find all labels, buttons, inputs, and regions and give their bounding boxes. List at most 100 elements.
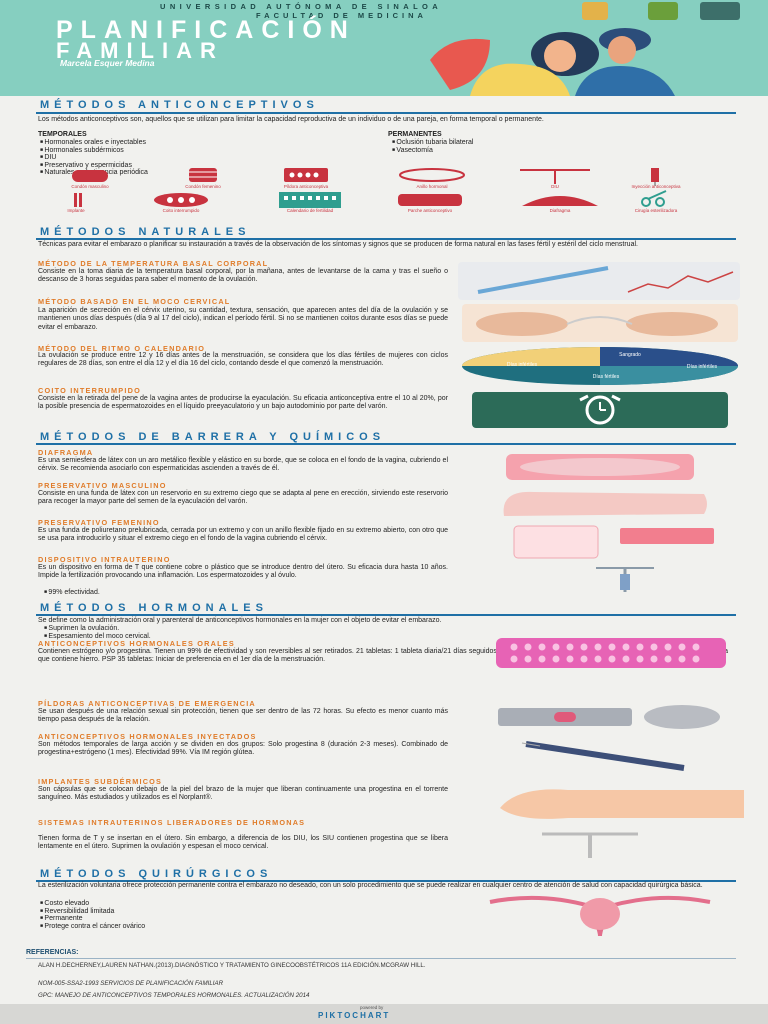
iud-icon (520, 169, 590, 184)
pill-pack-icon (284, 168, 328, 182)
poster-title-line1: PLANIFICACIÓN (56, 16, 356, 44)
reference-item: ALAN H.DECHERNEY,LAUREN NATHAN.(2013).DI… (38, 962, 426, 969)
inyectados-title: ANTICONCEPTIVOS HORMONALES INYECTADOS (38, 732, 257, 741)
preservativo-masc-text: Consiste en una funda de látex con un re… (38, 490, 448, 506)
icon-caption: Condón femenino (185, 184, 221, 189)
wheel-label: Días infértiles (506, 362, 538, 368)
hormonales-bullets: Suprimen la ovulación. Espesamiento del … (44, 625, 151, 641)
orales-text: Contienen estrógeno y/o progestina. Tien… (38, 648, 728, 664)
coito-text: Consiste en la retirada del pene de la v… (38, 395, 448, 411)
university-name: UNIVERSIDAD AUTÓNOMA DE SINALOA (160, 2, 443, 11)
reference-item: GPC: MANEJO DE ANTICONCEPTIVOS TEMPORALE… (38, 992, 310, 999)
coito-title: COITO INTERRUMPIDO (38, 386, 141, 395)
section-divider (36, 443, 736, 445)
section-title-naturales: MÉTODOS NATURALES (40, 226, 251, 238)
list-item: Espesamiento del moco cervical. (44, 633, 150, 641)
female-condom-icon (189, 168, 217, 182)
hormonal-ring-icon (399, 168, 465, 182)
ritmo-title: MÉTODO DEL RITMO O CALENDARIO (38, 344, 206, 353)
section-divider (36, 238, 736, 240)
uas-logo-icon (582, 2, 608, 20)
permanentes-list: Oclusión tubaria bilateral Vasectomía (392, 139, 473, 154)
arm-implant-photo (500, 789, 744, 819)
piktochart-brand[interactable]: PIKTOCHART (318, 1011, 391, 1020)
diafragma-title: DIAFRAGMA (38, 448, 94, 457)
references-divider (26, 958, 736, 959)
patch-icon (398, 194, 462, 206)
temperatura-text: Consiste en la toma diaria de la tempera… (38, 268, 448, 284)
wheel-label: Días infértiles (686, 364, 718, 370)
list-item: Hormonales orales e inyectables (40, 139, 148, 147)
surgery-scissors-icon (641, 190, 667, 207)
permanentes-label: PERMANENTES (388, 131, 442, 138)
uterus-illustration (489, 895, 711, 937)
icon-caption: Diafragma (549, 208, 571, 213)
list-item: Oclusión tubaria bilateral (392, 139, 473, 147)
orales-title: ANTICONCEPTIVOS HORMONALES ORALES (38, 639, 235, 648)
diafragma-text: Es una semiesfera de látex con un aro me… (38, 457, 448, 473)
cervical-mucus-photo (462, 304, 738, 342)
implantes-text: Son cápsulas que se colocan debajo de la… (38, 786, 448, 802)
list-item: Vasectomía (392, 147, 473, 155)
anticonceptivos-intro: Los métodos anticonceptivos son, aquello… (38, 116, 544, 123)
faculty-seal-icon (700, 2, 740, 20)
poster-header: UNIVERSIDAD AUTÓNOMA DE SINALOA FACULTAD… (0, 0, 768, 96)
naturales-intro: Técnicas para evitar el embarazo o plani… (38, 241, 638, 248)
injection-icon (651, 168, 659, 186)
list-item: Suprimen la ovulación. (44, 625, 151, 633)
section-title-hormonales: MÉTODOS HORMONALES (40, 602, 268, 614)
quirurgicos-bullets: Costo elevado Reversibilidad limitada Pe… (40, 900, 145, 930)
section-divider (36, 112, 736, 114)
list-item: Preservativo y espermicidas (40, 162, 148, 170)
temporales-label: TEMPORALES (38, 131, 87, 138)
wheel-label: Sangrado (619, 352, 641, 358)
icon-caption: Coito interrumpido (162, 208, 200, 213)
implantes-title: IMPLANTES SUBDÉRMICOS (38, 777, 163, 786)
preservativo-masc-title: PRESERVATIVO MASCULINO (38, 481, 167, 490)
footer-bar (0, 1004, 768, 1024)
icon-caption: Parche anticonceptivo (407, 208, 453, 213)
list-item: 99% efectividad. (44, 589, 99, 597)
temperatura-title: MÉTODO DE LA TEMPERATURA BASAL CORPORAL (38, 259, 269, 268)
syringe-photo (521, 741, 685, 771)
thermometer-photo (458, 262, 740, 300)
list-item: Costo elevado (40, 900, 145, 908)
fertility-wheel (460, 346, 740, 386)
reference-item: NOM-005-SSA2-1993 SERVICIOS DE PLANIFICA… (38, 980, 224, 987)
diu-text: Es un dispositivo en forma de T que cont… (38, 564, 448, 580)
siu-text: Tienen forma de T y se insertan en el út… (38, 835, 448, 851)
wheel-label: Días fértiles (592, 374, 620, 380)
siu-title-line1: SISTEMAS INTRAUTERINOS LIBERADORES DE HO… (38, 818, 306, 827)
list-item: Protege contra el cáncer ovárico (40, 923, 145, 931)
faculty-name: FACULTAD DE MEDICINA (256, 11, 427, 20)
inyectados-text: Son métodos temporales de larga acción y… (38, 741, 448, 757)
preservativo-fem-text: Es una funda de poliuretano prelubricada… (38, 527, 448, 543)
pill-pack-photo (496, 638, 726, 668)
ritmo-text: La ovulación se produce entre 12 y 16 dí… (38, 352, 448, 368)
section-title-quirurgicos: MÉTODOS QUIRÚRGICOS (40, 868, 273, 880)
quirurgicos-intro: La esterilización voluntaria ofrece prot… (38, 882, 703, 889)
male-condom-photo (503, 491, 707, 516)
couple-illustration (430, 28, 675, 96)
hormonal-iud-photo (542, 832, 638, 858)
icon-caption: Anillo hormonal (416, 184, 448, 189)
alarm-clock-icon (472, 392, 728, 428)
implant-icon (74, 193, 82, 207)
diu-title: DISPOSITIVO INTRAUTERINO (38, 555, 171, 564)
hormonales-intro: Se define como la administración oral y … (38, 617, 442, 624)
list-item: Permanente (40, 915, 145, 923)
diaphragm-icon (522, 196, 598, 206)
preservativo-fem-title: PRESERVATIVO FEMENINO (38, 518, 160, 527)
calendar-icon (279, 192, 341, 208)
moco-title: MÉTODO BASADO EN EL MOCO CERVICAL (38, 297, 231, 306)
male-condom-icon (72, 170, 108, 182)
powered-by-label: powered by (360, 1005, 384, 1010)
list-item: DIU (40, 154, 148, 162)
emergencia-text: Se usan después de una relación sexual s… (38, 708, 448, 724)
section-divider (36, 614, 736, 616)
section-title-anticonceptivos: MÉTODOS ANTICONCEPTIVOS (40, 99, 319, 111)
emergency-pill-photo (498, 705, 720, 729)
author-name: Marcela Esquer Medina (60, 58, 155, 68)
withdrawal-icon (154, 193, 208, 207)
female-condom-photo (513, 525, 714, 559)
